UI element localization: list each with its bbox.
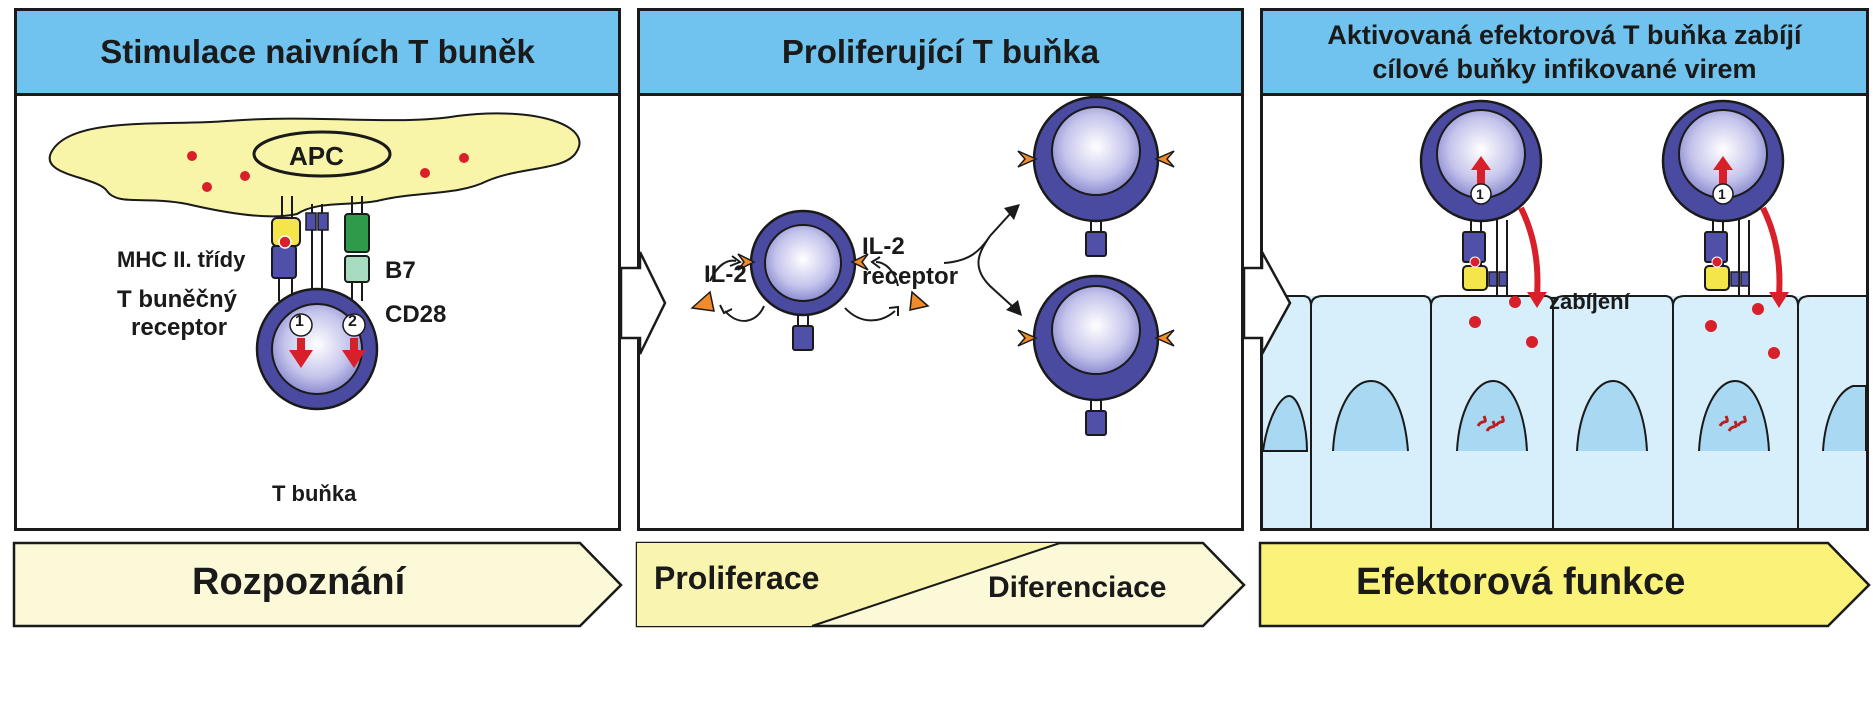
tcr-label-line2: receptor [131, 314, 228, 341]
proliferation-banner-fill [637, 543, 1060, 626]
signal-badge [1470, 183, 1492, 205]
recognition-banner-label: Rozpoznání [192, 561, 406, 603]
signal-1-label: 1 [1718, 186, 1726, 202]
il2-receptor-right [850, 253, 869, 271]
antigen-dot [187, 151, 197, 161]
il2-molecule [909, 290, 930, 311]
il2-receptor-label-line2: receptor [862, 263, 959, 290]
effector-diagram [1263, 99, 1866, 528]
tcr-label-line1: T buněčný [117, 286, 238, 313]
il2-receptor-left [737, 253, 756, 271]
il2-receptor-label-line1: IL-2 [862, 233, 905, 260]
signal-2-badge [342, 313, 366, 337]
peptide [278, 235, 292, 249]
proliferation-panel: Proliferující T buňka [637, 8, 1244, 531]
viral-dna [1476, 415, 1505, 432]
effector-title-line2: cílové buňky infikované virem [1372, 54, 1757, 84]
signal-1-arrow [289, 338, 313, 368]
stimulation-panel-title: Stimulace naivních T buněk [17, 11, 618, 96]
b7-label: B7 [385, 257, 416, 284]
t-cell-label: T buňka [272, 481, 357, 506]
recognition-banner [12, 541, 623, 628]
antigen-dot [420, 168, 430, 178]
stimulation-panel: Stimulace naivních T buněk [14, 8, 621, 531]
epithelial-nucleus [1822, 385, 1866, 452]
antigen-dot [240, 171, 250, 181]
infected-nucleus [1698, 379, 1770, 452]
apc-label: APC [289, 141, 344, 171]
cd28-label: CD28 [385, 301, 447, 328]
cd28-molecule [344, 255, 370, 283]
effector-panel-title: Aktivovaná efektorová T buňka zabíjí cíl… [1263, 11, 1866, 96]
proliferation-panel-title: Proliferující T buňka [640, 11, 1241, 96]
signal-1-label: 1 [1476, 186, 1484, 202]
effector-banner [1258, 541, 1871, 628]
killing-label: zabíjení [1549, 289, 1630, 314]
tcr-stub [792, 325, 814, 351]
killing-arrow [1760, 206, 1783, 297]
flow-arrow [619, 251, 667, 355]
infected-nucleus [1456, 379, 1528, 452]
signal-2-arrow [342, 338, 366, 368]
signal-2-label: 2 [348, 313, 357, 330]
signal-1-badge [289, 313, 313, 337]
signal-badge [1712, 183, 1734, 205]
t-cell-nucleus [764, 224, 842, 302]
viral-dna [1718, 415, 1747, 432]
flow-arrow [1242, 251, 1292, 355]
il2-molecule [690, 290, 715, 312]
epithelial-nucleus [1332, 379, 1409, 452]
differentiation-banner-label: Diferenciace [988, 571, 1167, 604]
signal-1-label: 1 [295, 313, 304, 330]
proliferation-diagram [690, 96, 1175, 436]
antigen-dot [459, 153, 469, 163]
epithelial-nucleus [1263, 394, 1309, 452]
il2-label: IL-2 [704, 261, 747, 288]
killing-arrow [1518, 206, 1541, 297]
effector-banner-label: Efektorová funkce [1356, 561, 1686, 603]
effector-title-line1: Aktivovaná efektorová T buňka zabíjí [1327, 20, 1802, 50]
effector-panel: Aktivovaná efektorová T buňka zabíjí cíl… [1260, 8, 1869, 531]
mhc-label: MHC II. třídy [117, 247, 246, 272]
proliferation-banner-label: Proliferace [654, 560, 820, 596]
antigen-dot [202, 182, 212, 192]
branch-arrows [943, 213, 1013, 307]
epithelial-nucleus [1576, 379, 1648, 452]
b7-molecule [344, 213, 370, 253]
stimulation-diagram [48, 112, 581, 411]
apc-nucleus [252, 130, 392, 178]
